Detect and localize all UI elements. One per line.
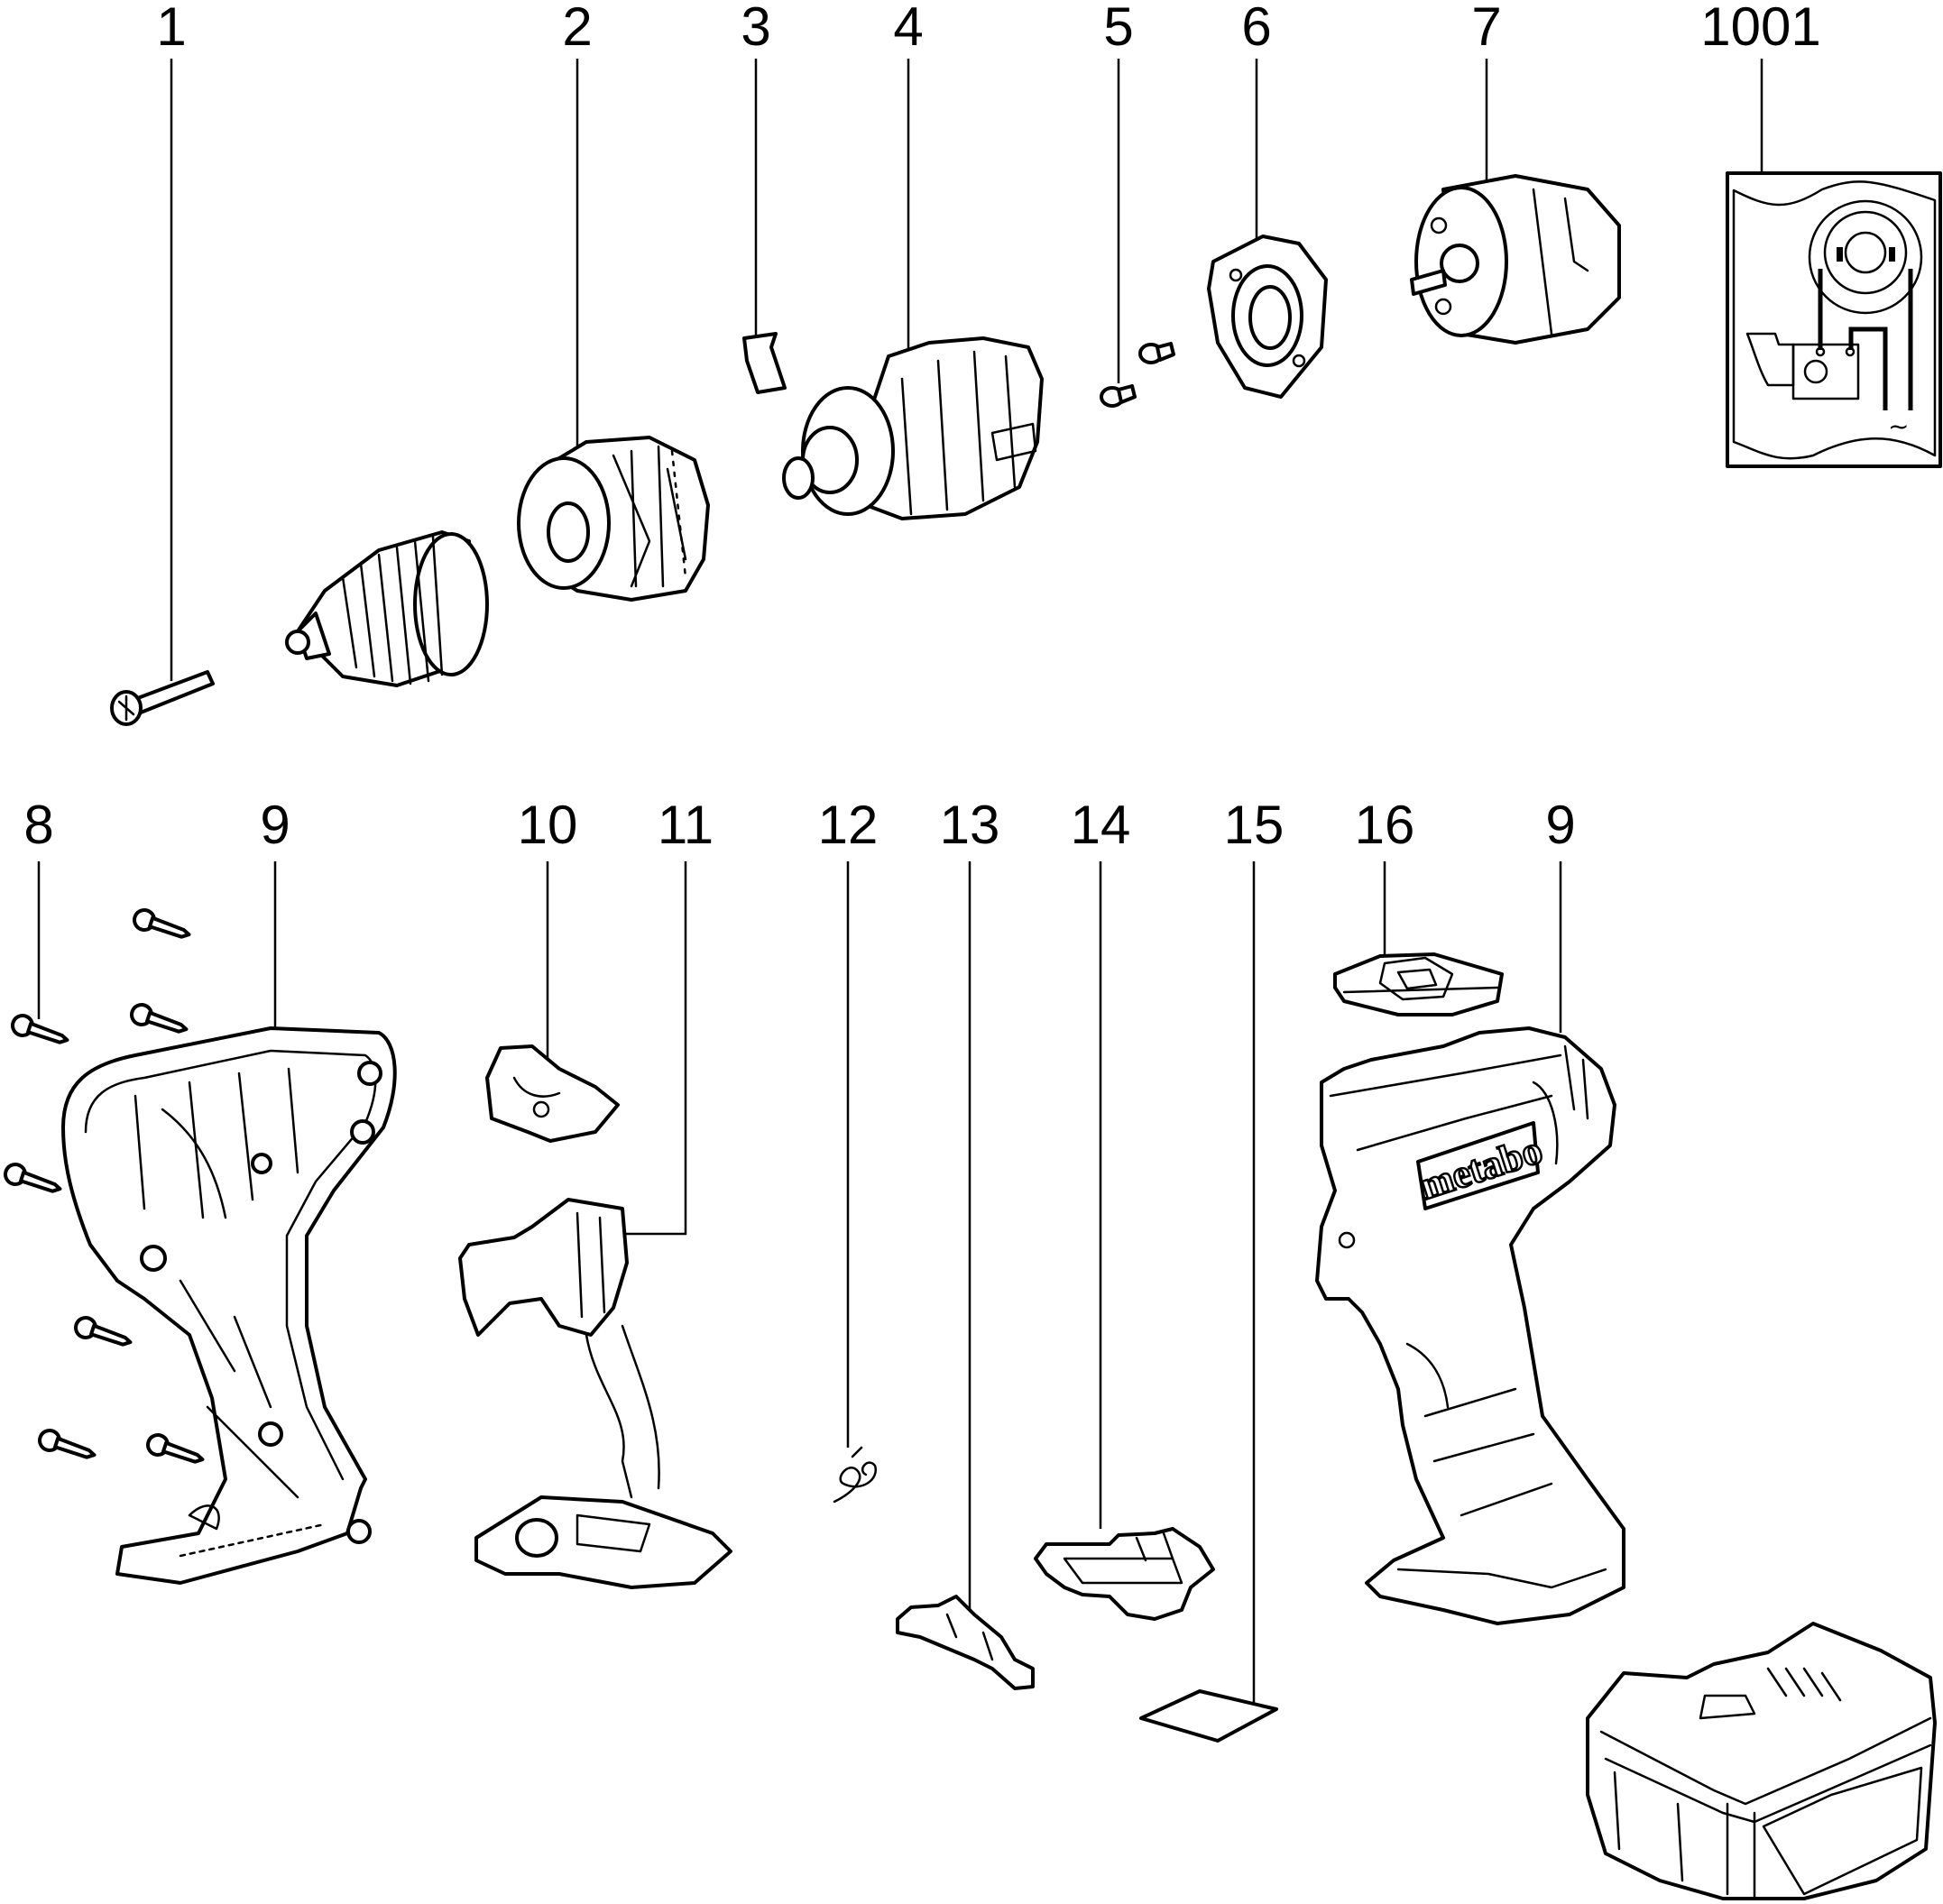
part-9-housing-left	[61, 1026, 397, 1585]
ac-symbol: ~	[1888, 411, 1909, 441]
callout-6: 6	[1241, 0, 1271, 57]
part-keyless-chuck	[285, 530, 489, 687]
callout-13: 13	[940, 795, 1000, 855]
callout-1001: 1001	[1700, 0, 1820, 57]
callout-14: 14	[1071, 795, 1131, 855]
part-2-gear-ring	[517, 436, 710, 602]
callout-12: 12	[818, 795, 879, 855]
callout-9-left: 9	[260, 795, 290, 855]
callout-7: 7	[1471, 0, 1501, 57]
screw	[4, 1163, 62, 1193]
part-12-spring	[833, 1446, 877, 1504]
part-8-housing-screws	[4, 908, 205, 1464]
screw	[130, 1003, 189, 1034]
leader-lines	[37, 59, 1763, 1705]
part-4-gearbox	[782, 336, 1044, 520]
part-1001-wiring-inset: ~	[1726, 171, 1942, 468]
callout-10: 10	[518, 795, 578, 855]
part-1-screw-pin	[110, 670, 215, 726]
callout-15: 15	[1224, 795, 1285, 855]
callout-11: 11	[658, 795, 714, 855]
part-6-motor-flange	[1207, 235, 1328, 399]
screw	[11, 1014, 69, 1044]
screw	[146, 1433, 205, 1464]
callout-8: 8	[23, 795, 53, 855]
part-7-motor	[1410, 174, 1621, 345]
part-5-screws	[1100, 342, 1175, 408]
part-11-trigger-switch	[458, 1198, 732, 1589]
screw	[38, 1429, 97, 1459]
callout-1: 1	[156, 0, 186, 57]
callout-labels: 1 2 3 4 5 6 7 1001 8 9 10 11 12 13 14 15…	[23, 0, 1820, 855]
part-battery-pack	[1586, 1622, 1937, 1900]
part-16-top-cover	[1333, 952, 1504, 1016]
callout-3: 3	[741, 0, 770, 57]
part-10-direction-switch	[485, 1044, 620, 1143]
part-13-latch	[896, 1595, 1035, 1690]
callout-4: 4	[893, 0, 923, 57]
callout-16: 16	[1355, 795, 1415, 855]
callout-2: 2	[562, 0, 592, 57]
screw	[133, 908, 191, 939]
screw	[74, 1316, 133, 1347]
part-3-spring-clip	[742, 332, 787, 394]
callout-5: 5	[1103, 0, 1133, 57]
part-15-label	[1139, 1689, 1278, 1743]
part-9-housing-right: metabo	[1315, 1026, 1625, 1625]
callout-9-right: 9	[1545, 795, 1575, 855]
part-14-contact-plate	[1034, 1527, 1215, 1621]
leader-11	[622, 861, 687, 1236]
